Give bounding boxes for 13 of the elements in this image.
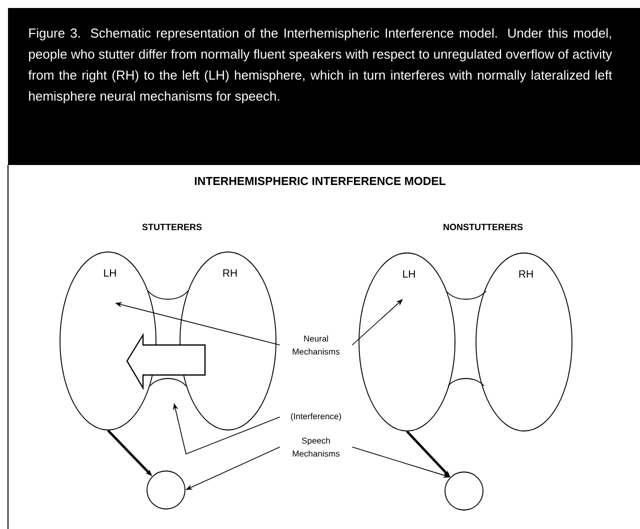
caption-band: Figure 3. Schematic representation of the Interhemispheric Interference model. Under this model, people who stutter differ from normally fluent speakers with respect to unregulated overflow of activity from the right (RH) to the left (LH) hemisphere, which in turn interferes with normally lateralized left hemisphere neural mechanisms for speech. [8, 8, 640, 165]
bridge-outline [446, 290, 486, 386]
block-arrow [126, 332, 206, 390]
group-heading: STUTTERERS [142, 224, 202, 230]
callout-text: Speech Mechanisms [292, 437, 340, 457]
title: INTERHEMISPHERIC INTERFERENCE MODEL [194, 176, 446, 186]
group-heading: NONSTUTTERERS [444, 224, 523, 230]
callout-text: Neural Mechanisms [292, 335, 340, 355]
leader-line [352, 299, 403, 346]
bridge-outline [148, 290, 188, 386]
callout-text: (Interference) [291, 413, 341, 421]
circle-shape [146, 470, 186, 510]
circle-shape [444, 472, 484, 510]
